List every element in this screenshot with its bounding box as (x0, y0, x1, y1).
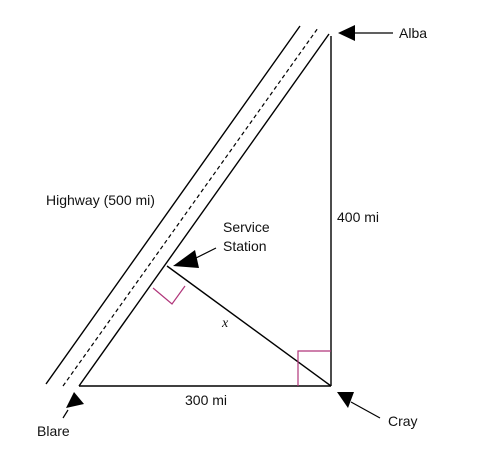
arrow-alba-icon (338, 25, 355, 41)
arrow-cray-shaft (350, 401, 381, 419)
arrow-service-icon (173, 250, 199, 268)
label-cray: Cray (388, 413, 418, 429)
arrow-blare-shaft (62, 409, 69, 419)
arrow-service-shaft (195, 247, 217, 259)
arrow-blare-icon (66, 392, 84, 408)
label-service-line1: Service (223, 219, 270, 235)
label-blare: Blare (37, 423, 70, 439)
right-angle-marker-station (152, 285, 186, 305)
altitude-x-line (166, 265, 332, 387)
arrow-cray-icon (337, 392, 354, 408)
label-alba: Alba (399, 25, 427, 41)
label-bottom-leg: 300 mi (185, 392, 227, 408)
triangle-hypotenuse (78, 33, 330, 387)
label-unknown-x: x (221, 316, 229, 331)
label-vertical-leg: 400 mi (337, 209, 379, 225)
label-highway: Highway (500 mi) (46, 192, 155, 208)
label-service-line2: Station (223, 238, 267, 254)
highway-edge-outer (45, 25, 301, 385)
highway-centerline (62, 27, 319, 387)
right-angle-marker-cray (297, 350, 331, 386)
